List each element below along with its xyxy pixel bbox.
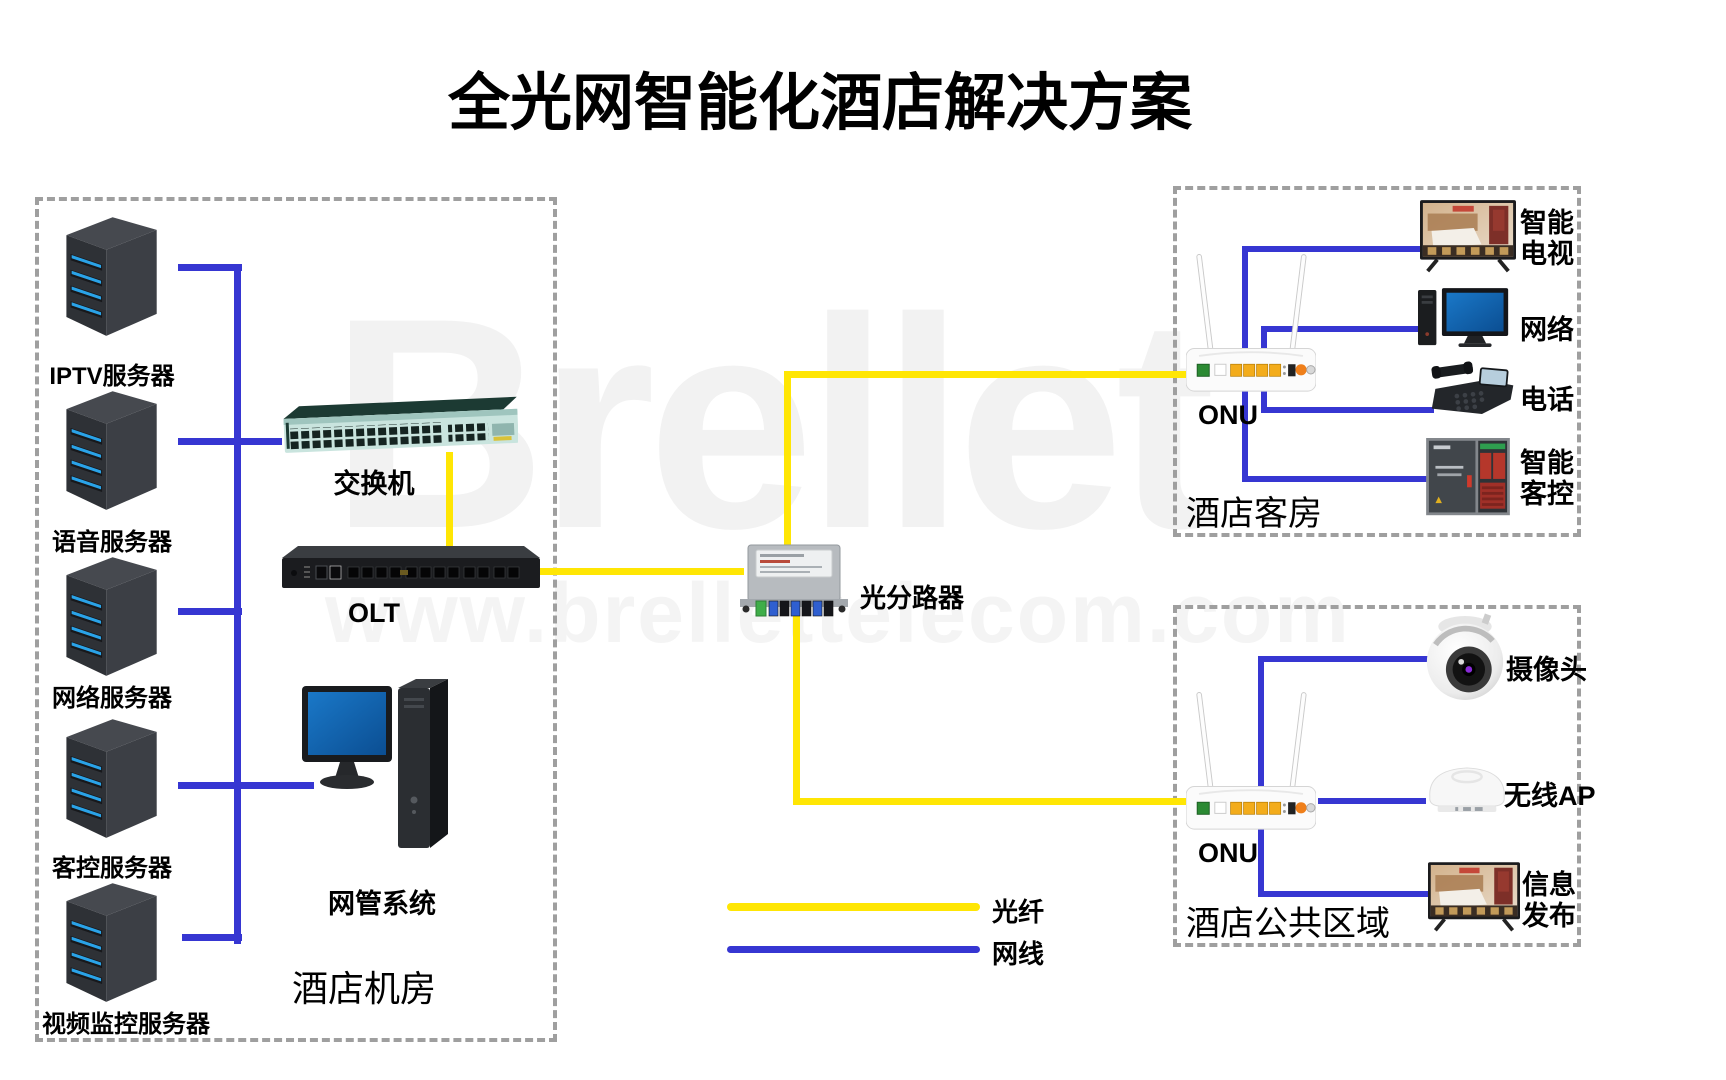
server-label: 视频监控服务器 [42, 1011, 210, 1038]
server-icon [58, 212, 163, 338]
olt-icon [282, 546, 540, 592]
camera-icon [1424, 612, 1506, 704]
publicarea-onu-label: ONU [1198, 838, 1258, 868]
smart-tv-icon [1420, 200, 1516, 277]
ethernet-trunk-line [234, 268, 241, 944]
ethernet-branch-network [178, 608, 242, 615]
ethernet-line-roomctrl-horizontal [1242, 476, 1430, 482]
guest-room-label: 酒店客房 [1186, 495, 1322, 533]
ethernet-line-camera-vertical [1258, 656, 1264, 790]
machine-room-label: 酒店机房 [292, 968, 437, 1009]
fiber-line-splitter-to-publicarea-onu [793, 798, 1190, 805]
optical-splitter-icon [738, 543, 850, 617]
public-area-box [1173, 605, 1581, 947]
ethernet-line-phone-horizontal [1261, 407, 1434, 413]
ethernet-branch-iptv [178, 264, 242, 271]
switch-icon [278, 396, 518, 458]
machine-room-box [35, 197, 557, 1042]
ethernet-line-tv-horizontal [1242, 246, 1424, 252]
switch-label: 交换机 [333, 469, 415, 499]
server-icon [58, 878, 163, 1004]
fiber-line-olt-to-splitter [538, 568, 744, 575]
ethernet-line-ap-horizontal [1318, 798, 1426, 804]
room-control-label: 智能客控 [1520, 448, 1574, 510]
wireless-ap-icon [1422, 760, 1512, 815]
splitter-label: 光分路器 [860, 583, 965, 613]
ethernet-line-phone-vertical [1261, 389, 1267, 413]
ethernet-line-camera-horizontal [1258, 656, 1430, 662]
network-pc-icon [1418, 288, 1510, 349]
ethernet-line-pc-vertical [1261, 326, 1267, 352]
server-label: IPTV服务器 [49, 363, 175, 390]
server-icon [58, 714, 163, 840]
camera-label: 摄像头 [1506, 655, 1587, 685]
fiber-line-splitter-down-vertical [793, 612, 800, 805]
fiber-line-switch-to-olt [446, 452, 453, 562]
ethernet-line-roomctrl-vertical [1242, 389, 1248, 482]
phone-label: 电话 [1520, 385, 1574, 415]
server-icon [58, 552, 163, 678]
ethernet-line-infodisplay-horizontal [1258, 891, 1434, 897]
info-display-icon [1428, 862, 1520, 936]
fiber-line-splitter-to-guestroom-onu [784, 371, 1190, 378]
public-area-label: 酒店公共区域 [1186, 905, 1390, 943]
nms-label: 网管系统 [328, 889, 436, 919]
legend-fiber-line [727, 903, 980, 911]
server-label: 语音服务器 [52, 529, 172, 556]
network-pc-label: 网络 [1520, 315, 1574, 345]
wireless-ap-label: 无线AP [1504, 781, 1596, 811]
publicarea-onu-icon [1186, 690, 1316, 831]
ethernet-line-infodisplay-vertical [1258, 827, 1264, 897]
legend-fiber-label: 光纤 [992, 897, 1045, 927]
olt-label: OLT [348, 598, 400, 628]
guest-room-box [1173, 186, 1581, 537]
legend-ethernet-label: 网线 [992, 939, 1045, 969]
server-icon [58, 386, 163, 512]
guestroom-onu-icon [1186, 252, 1316, 393]
ethernet-line-pc-horizontal [1261, 326, 1420, 332]
phone-icon [1430, 358, 1516, 418]
page-title: 全光网智能化酒店解决方案 [447, 69, 1192, 138]
fiber-line-splitter-up-vertical [784, 371, 791, 547]
ethernet-branch-cctv [182, 934, 242, 941]
room-control-cabinet-icon [1426, 438, 1510, 518]
nms-computer-icon [302, 672, 452, 867]
server-label: 网络服务器 [52, 685, 172, 712]
smart-tv-label: 智能电视 [1520, 208, 1574, 270]
legend-ethernet-line [727, 946, 980, 953]
ethernet-branch-roomctrl-to-nms [178, 782, 314, 789]
guestroom-onu-label: ONU [1198, 400, 1258, 430]
ethernet-line-tv-vertical [1242, 246, 1248, 350]
info-display-label: 信息发布 [1522, 870, 1576, 932]
ethernet-branch-voice-to-switch [178, 438, 282, 445]
server-label: 客控服务器 [52, 855, 172, 882]
